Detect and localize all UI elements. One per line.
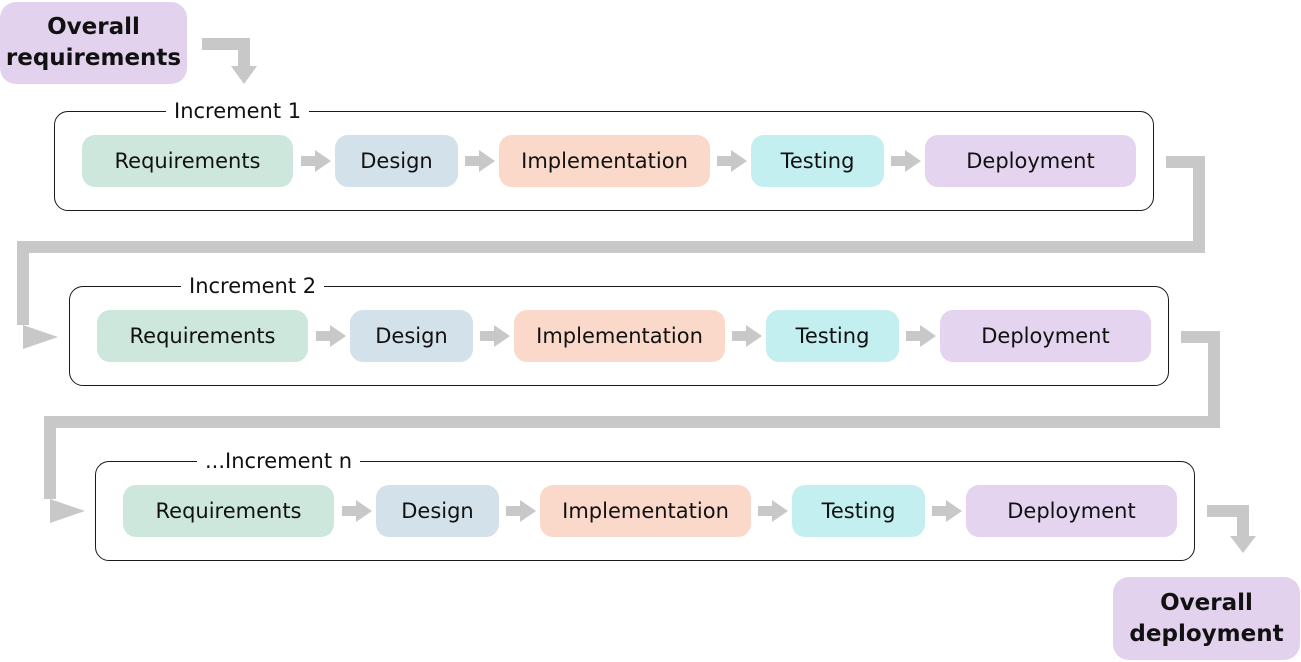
increment-1-implementation: Implementation [499,135,710,187]
increment-2-arrow-2 [480,325,510,347]
arrowhead-increment-2 [23,325,58,349]
connector-increment-n-to-end [1207,505,1249,538]
increment-n-label: ...Increment n [197,447,361,475]
overall-requirements-node: Overall requirements [0,2,187,84]
increment-2-implementation: Implementation [514,310,725,362]
increment-n-arrow-3 [758,500,788,522]
increment-1-arrow-4 [891,150,921,172]
increment-2: Increment 2 Requirements Design Implemen… [69,272,1169,386]
increment-2-deployment: Deployment [940,310,1151,362]
increment-n-testing: Testing [792,485,925,537]
increment-n-arrow-4 [932,500,962,522]
increment-n-arrow-2 [506,500,536,522]
connector-increment-2-to-increment-n [44,331,1220,499]
connector-start-to-increment-1 [202,38,250,67]
increment-n-implementation: Implementation [540,485,751,537]
arrowhead-end [1230,536,1256,553]
arrowhead-increment-n [50,499,85,523]
increment-n-requirements: Requirements [123,485,334,537]
increment-2-arrow-3 [732,325,762,347]
increment-2-requirements: Requirements [97,310,308,362]
increment-2-testing: Testing [766,310,899,362]
increment-2-design: Design [350,310,473,362]
increment-1-deployment: Deployment [925,135,1136,187]
arrowhead-start [231,66,257,84]
increment-1: Increment 1 Requirements Design Implemen… [54,97,1154,211]
increment-n-arrow-1 [342,500,372,522]
increment-n-deployment: Deployment [966,485,1177,537]
increment-2-label: Increment 2 [181,272,325,300]
increment-2-arrow-1 [316,325,346,347]
overall-deployment-node: Overall deployment [1113,577,1300,660]
increment-1-label: Increment 1 [166,97,310,125]
increment-1-arrow-3 [717,150,747,172]
increment-1-requirements: Requirements [82,135,293,187]
increment-n-design: Design [376,485,499,537]
increment-1-arrow-2 [465,150,495,172]
increment-n: ...Increment n Requirements Design Imple… [95,447,1195,561]
connector-increment-1-to-increment-2 [17,156,1205,325]
increment-1-design: Design [335,135,458,187]
increment-2-arrow-4 [906,325,936,347]
increment-1-arrow-1 [301,150,331,172]
increment-1-testing: Testing [751,135,884,187]
